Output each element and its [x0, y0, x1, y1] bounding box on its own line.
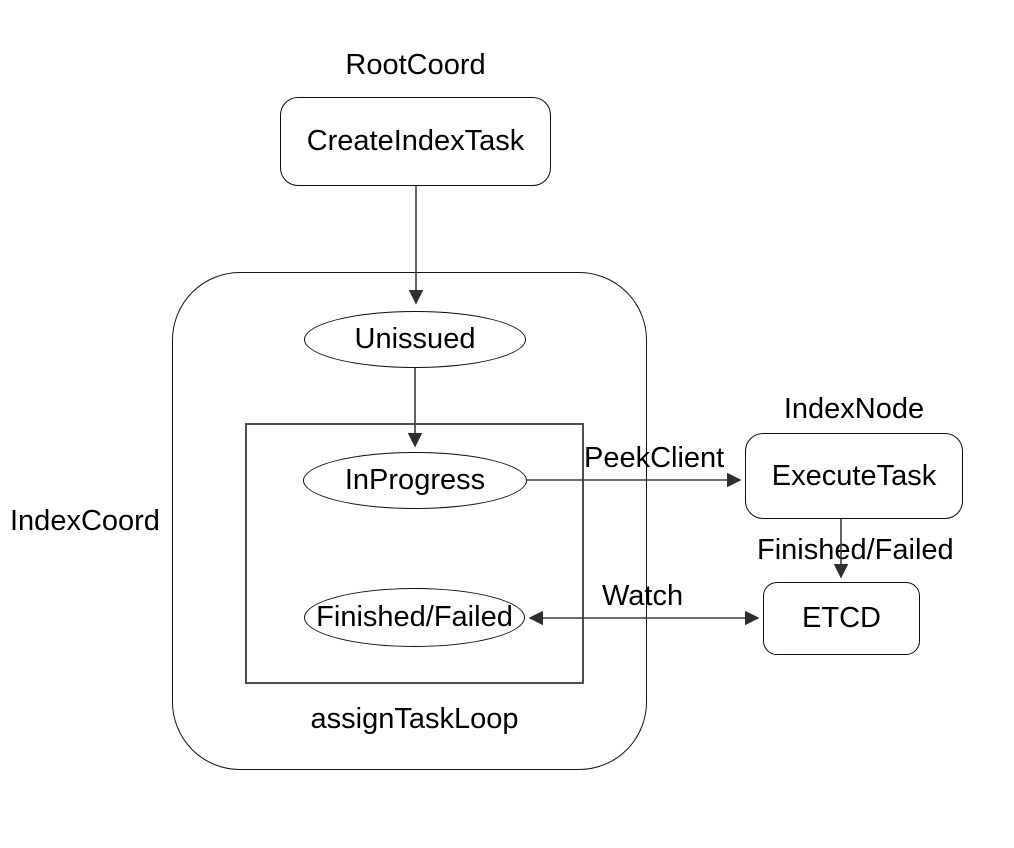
assign-task-loop-label: assignTaskLoop	[310, 703, 519, 735]
in-progress-state-node: InProgress	[303, 452, 527, 509]
index-coord-label: IndexCoord	[10, 505, 160, 537]
unissued-state-node: Unissued	[304, 311, 526, 368]
index-node-label: IndexNode	[783, 393, 925, 425]
root-coord-label: RootCoord	[345, 49, 486, 81]
finished-failed-state-node: Finished/Failed	[304, 588, 525, 647]
watch-edge-label: Watch	[602, 580, 684, 612]
etcd-node: ETCD	[763, 582, 920, 655]
create-index-task-node: CreateIndexTask	[280, 97, 551, 186]
finished-failed-edge-label: Finished/Failed	[757, 534, 954, 566]
index-coord-container	[172, 272, 647, 770]
peek-client-edge-label: PeekClient	[584, 442, 725, 474]
execute-task-node: ExecuteTask	[745, 433, 963, 519]
